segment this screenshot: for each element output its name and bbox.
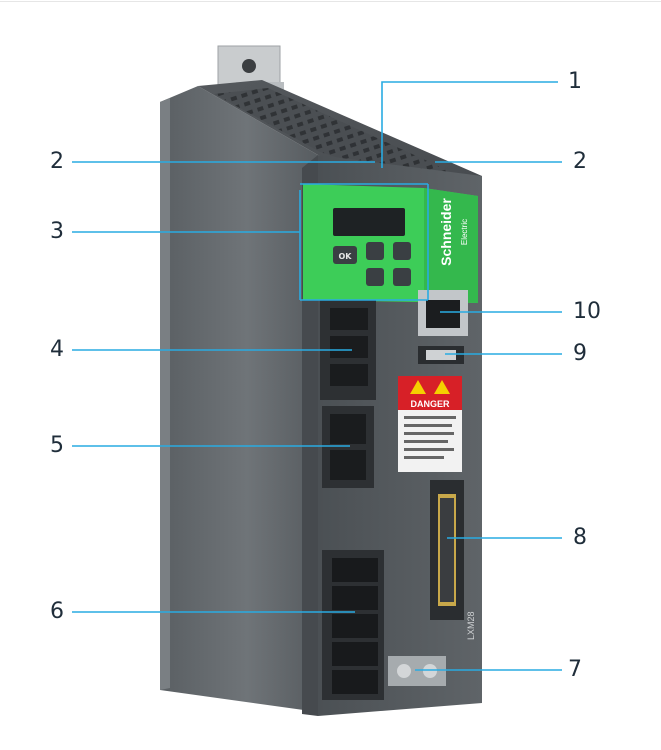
leader-lines: [72, 81, 562, 671]
callout-7: 7: [568, 657, 582, 682]
callout-8: 8: [573, 525, 587, 550]
danger-text: DANGER: [410, 399, 450, 409]
callout-9: 9: [573, 341, 587, 366]
leader-3: [72, 183, 429, 301]
keypad-s-button: [393, 268, 411, 286]
keypad-ok-button: [333, 246, 357, 264]
callout-10: 10: [573, 299, 601, 324]
callout-1: 1: [568, 69, 582, 94]
callout-2-left: 2: [50, 149, 64, 174]
usb-port: [418, 346, 464, 364]
callout-6: 6: [50, 599, 64, 624]
top-divider: [0, 1, 661, 2]
side-panel: [160, 86, 318, 712]
callout-2-right: 2: [573, 149, 587, 174]
keypad-down-button: [366, 268, 384, 286]
io-connector: [430, 480, 464, 620]
danger-label: DANGER: [398, 376, 462, 472]
model-side-text: LXM28: [466, 611, 476, 640]
keypad-right-button: [393, 242, 411, 260]
callout-4: 4: [50, 337, 64, 362]
brand-logo-text: Schneider: [438, 198, 454, 266]
display-window: [333, 208, 405, 236]
rj45-port: [418, 290, 468, 336]
keypad-m-button: [366, 242, 384, 260]
ground-terminal: [388, 656, 446, 686]
brand-sub-text: Electric: [460, 219, 469, 245]
callout-5: 5: [50, 433, 64, 458]
ok-key-label: OK: [339, 252, 353, 261]
hmi-panel: OK Schneider Electric: [303, 184, 478, 303]
connector-power: [322, 550, 384, 700]
leader-1: [381, 81, 558, 168]
connector-cn5: [322, 406, 374, 488]
callout-3: 3: [50, 219, 64, 244]
